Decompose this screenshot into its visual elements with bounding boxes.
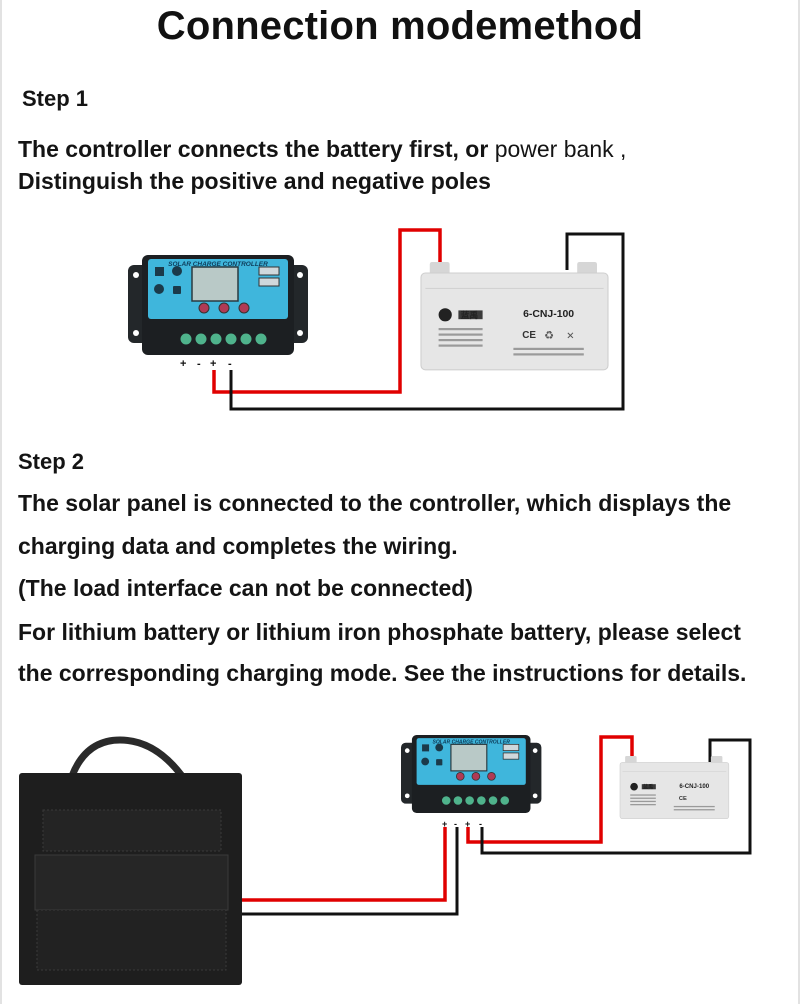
step1-diagram: SOLAR CHARGE CONTROLLER + - + - 6-CNJ-10… [127,228,625,411]
battery-model-2: 6-CNJ-100 [679,783,709,790]
ce-mark: CE [522,330,536,341]
step2-diagram: SOLAR CHARGE CONTROLLER + - + - 6-CNJ-10… [19,734,752,985]
carry-handle [68,736,185,779]
step1-line1: The controller connects the battery firs… [18,136,626,163]
sign2-solar-positive: + [442,819,447,829]
sign2-battery-positive: + [465,819,470,829]
foldable-solar-panel [19,736,242,985]
terminal-signs-2: + - + - [442,819,482,829]
step1-line1-normal: power bank , [488,136,627,162]
controller-label: SOLAR CHARGE CONTROLLER [168,261,268,268]
disposal-icon: ✕ [566,331,574,342]
step2-heading: Step 2 [18,449,85,474]
terminal-signs: + - + - [180,358,232,370]
page-title: Connection modemethod [156,4,644,48]
step1-heading: Step 1 [22,86,89,111]
step2-solar-positive-wire [242,827,447,902]
sign-solar-negative: - [197,358,201,370]
step2-battery-negative-wire [480,738,752,855]
step2-battery-positive-wire [466,735,634,844]
step1-line1-bold: The controller connects the battery firs… [18,136,489,162]
step2-solar-negative-wire [242,827,459,916]
step1-positive-wire [212,228,442,394]
step2-line1: The solar panel is connected to the cont… [18,490,732,516]
ce-mark-2: CE [679,796,687,802]
sign-battery-negative: - [228,358,232,370]
battery-2: 6-CNJ-100 蓝禹 CE [619,755,730,820]
battery: 6-CNJ-100 蓝禹 CE ♻ ✕ [420,261,609,371]
solar-charge-controller-2: SOLAR CHARGE CONTROLLER [400,734,542,814]
step2-line2: charging data and completes the wiring. [18,533,458,559]
sign2-battery-negative: - [479,819,482,829]
sign2-solar-negative: - [454,819,457,829]
step2-line3: (The load interface can not be connected… [18,575,473,601]
step1-negative-wire [229,232,625,411]
recycle-icon: ♻ [544,330,554,342]
battery-brand-2: 蓝禹 [643,784,653,791]
battery-model: 6-CNJ-100 [523,309,574,320]
sign-battery-positive: + [210,358,216,370]
step2-line4: For lithium battery or lithium iron phos… [18,619,741,645]
step2-line5: the corresponding charging mode. See the… [18,660,747,686]
solar-charge-controller: SOLAR CHARGE CONTROLLER [127,254,309,356]
controller-label-2: SOLAR CHARGE CONTROLLER [433,740,511,746]
battery-brand: 蓝禹 [461,309,479,320]
sign-solar-positive: + [180,358,186,370]
step1-line2: Distinguish the positive and negative po… [18,168,491,194]
